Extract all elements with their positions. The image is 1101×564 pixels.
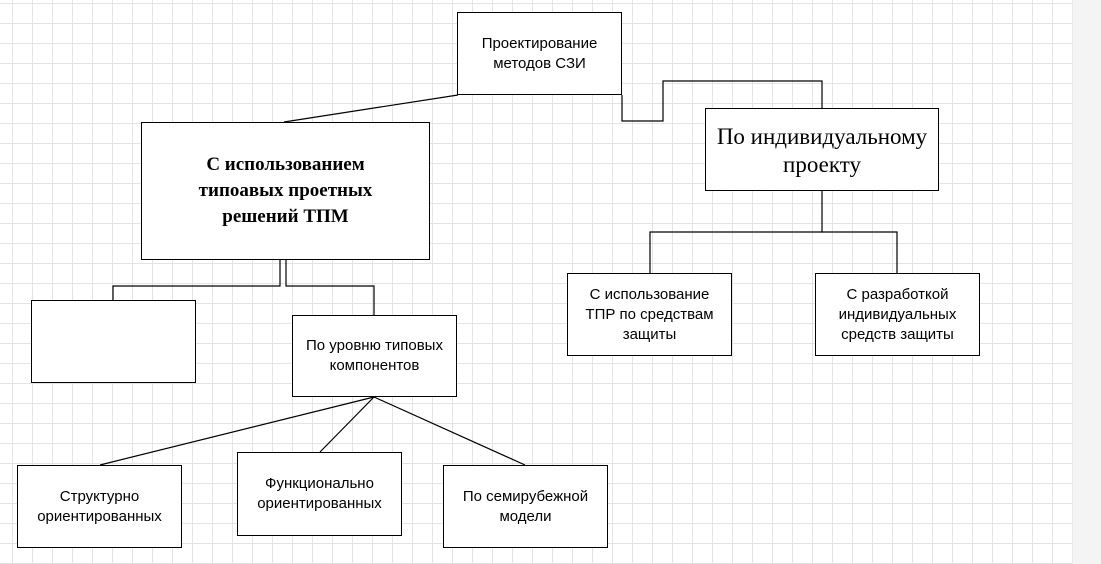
node-root-label: Проектирование методов СЗИ	[481, 34, 598, 72]
node-typical-solutions-label: С использованием типоавых проетных решен…	[198, 154, 373, 227]
node-empty[interactable]	[31, 300, 196, 383]
node-individual-project[interactable]: По индивидуальному проекту	[705, 108, 939, 191]
node-component-level[interactable]: По уровню типовых компонентов	[292, 315, 457, 397]
edge-individual-split[interactable]	[649, 191, 823, 273]
node-component-level-label: По уровню типовых компонентов	[306, 337, 443, 374]
node-functional[interactable]: Функционально ориентированных	[237, 452, 402, 536]
edge-root-typical[interactable]	[283, 94, 459, 123]
edge-component-structural[interactable]	[99, 396, 375, 466]
diagram-canvas[interactable]: Проектирование методов СЗИ С использован…	[0, 0, 1072, 564]
edge-component-seven[interactable]	[373, 396, 526, 466]
node-custom-means-label: С разработкой индивидуальных средств защ…	[838, 285, 957, 343]
edge-component-functional[interactable]	[319, 396, 375, 453]
node-root[interactable]: Проектирование методов СЗИ	[457, 12, 622, 95]
node-functional-label: Функционально ориентированных	[257, 475, 382, 512]
edge-individual-custom[interactable]	[822, 231, 898, 273]
connector-layer	[99, 80, 898, 466]
edge-typical-empty[interactable]	[112, 260, 281, 300]
node-tpr-means-label: С использование ТПР по средствам защиты	[585, 285, 714, 343]
edge-typical-component[interactable]	[285, 260, 375, 315]
node-tpr-means[interactable]: С использование ТПР по средствам защиты	[567, 273, 732, 356]
node-structural[interactable]: Структурно ориентированных	[17, 465, 182, 548]
edge-root-individual[interactable]	[621, 80, 823, 122]
node-seven-frontier[interactable]: По семирубежной модели	[443, 465, 608, 548]
node-structural-label: Структурно ориентированных	[37, 487, 162, 525]
node-typical-solutions[interactable]: С использованием типоавых проетных решен…	[141, 122, 430, 260]
node-custom-means[interactable]: С разработкой индивидуальных средств защ…	[815, 273, 980, 356]
vertical-scrollbar[interactable]	[1072, 0, 1101, 564]
node-seven-frontier-label: По семирубежной модели	[462, 487, 589, 525]
node-individual-project-label: По индивидуальному проекту	[716, 124, 928, 177]
